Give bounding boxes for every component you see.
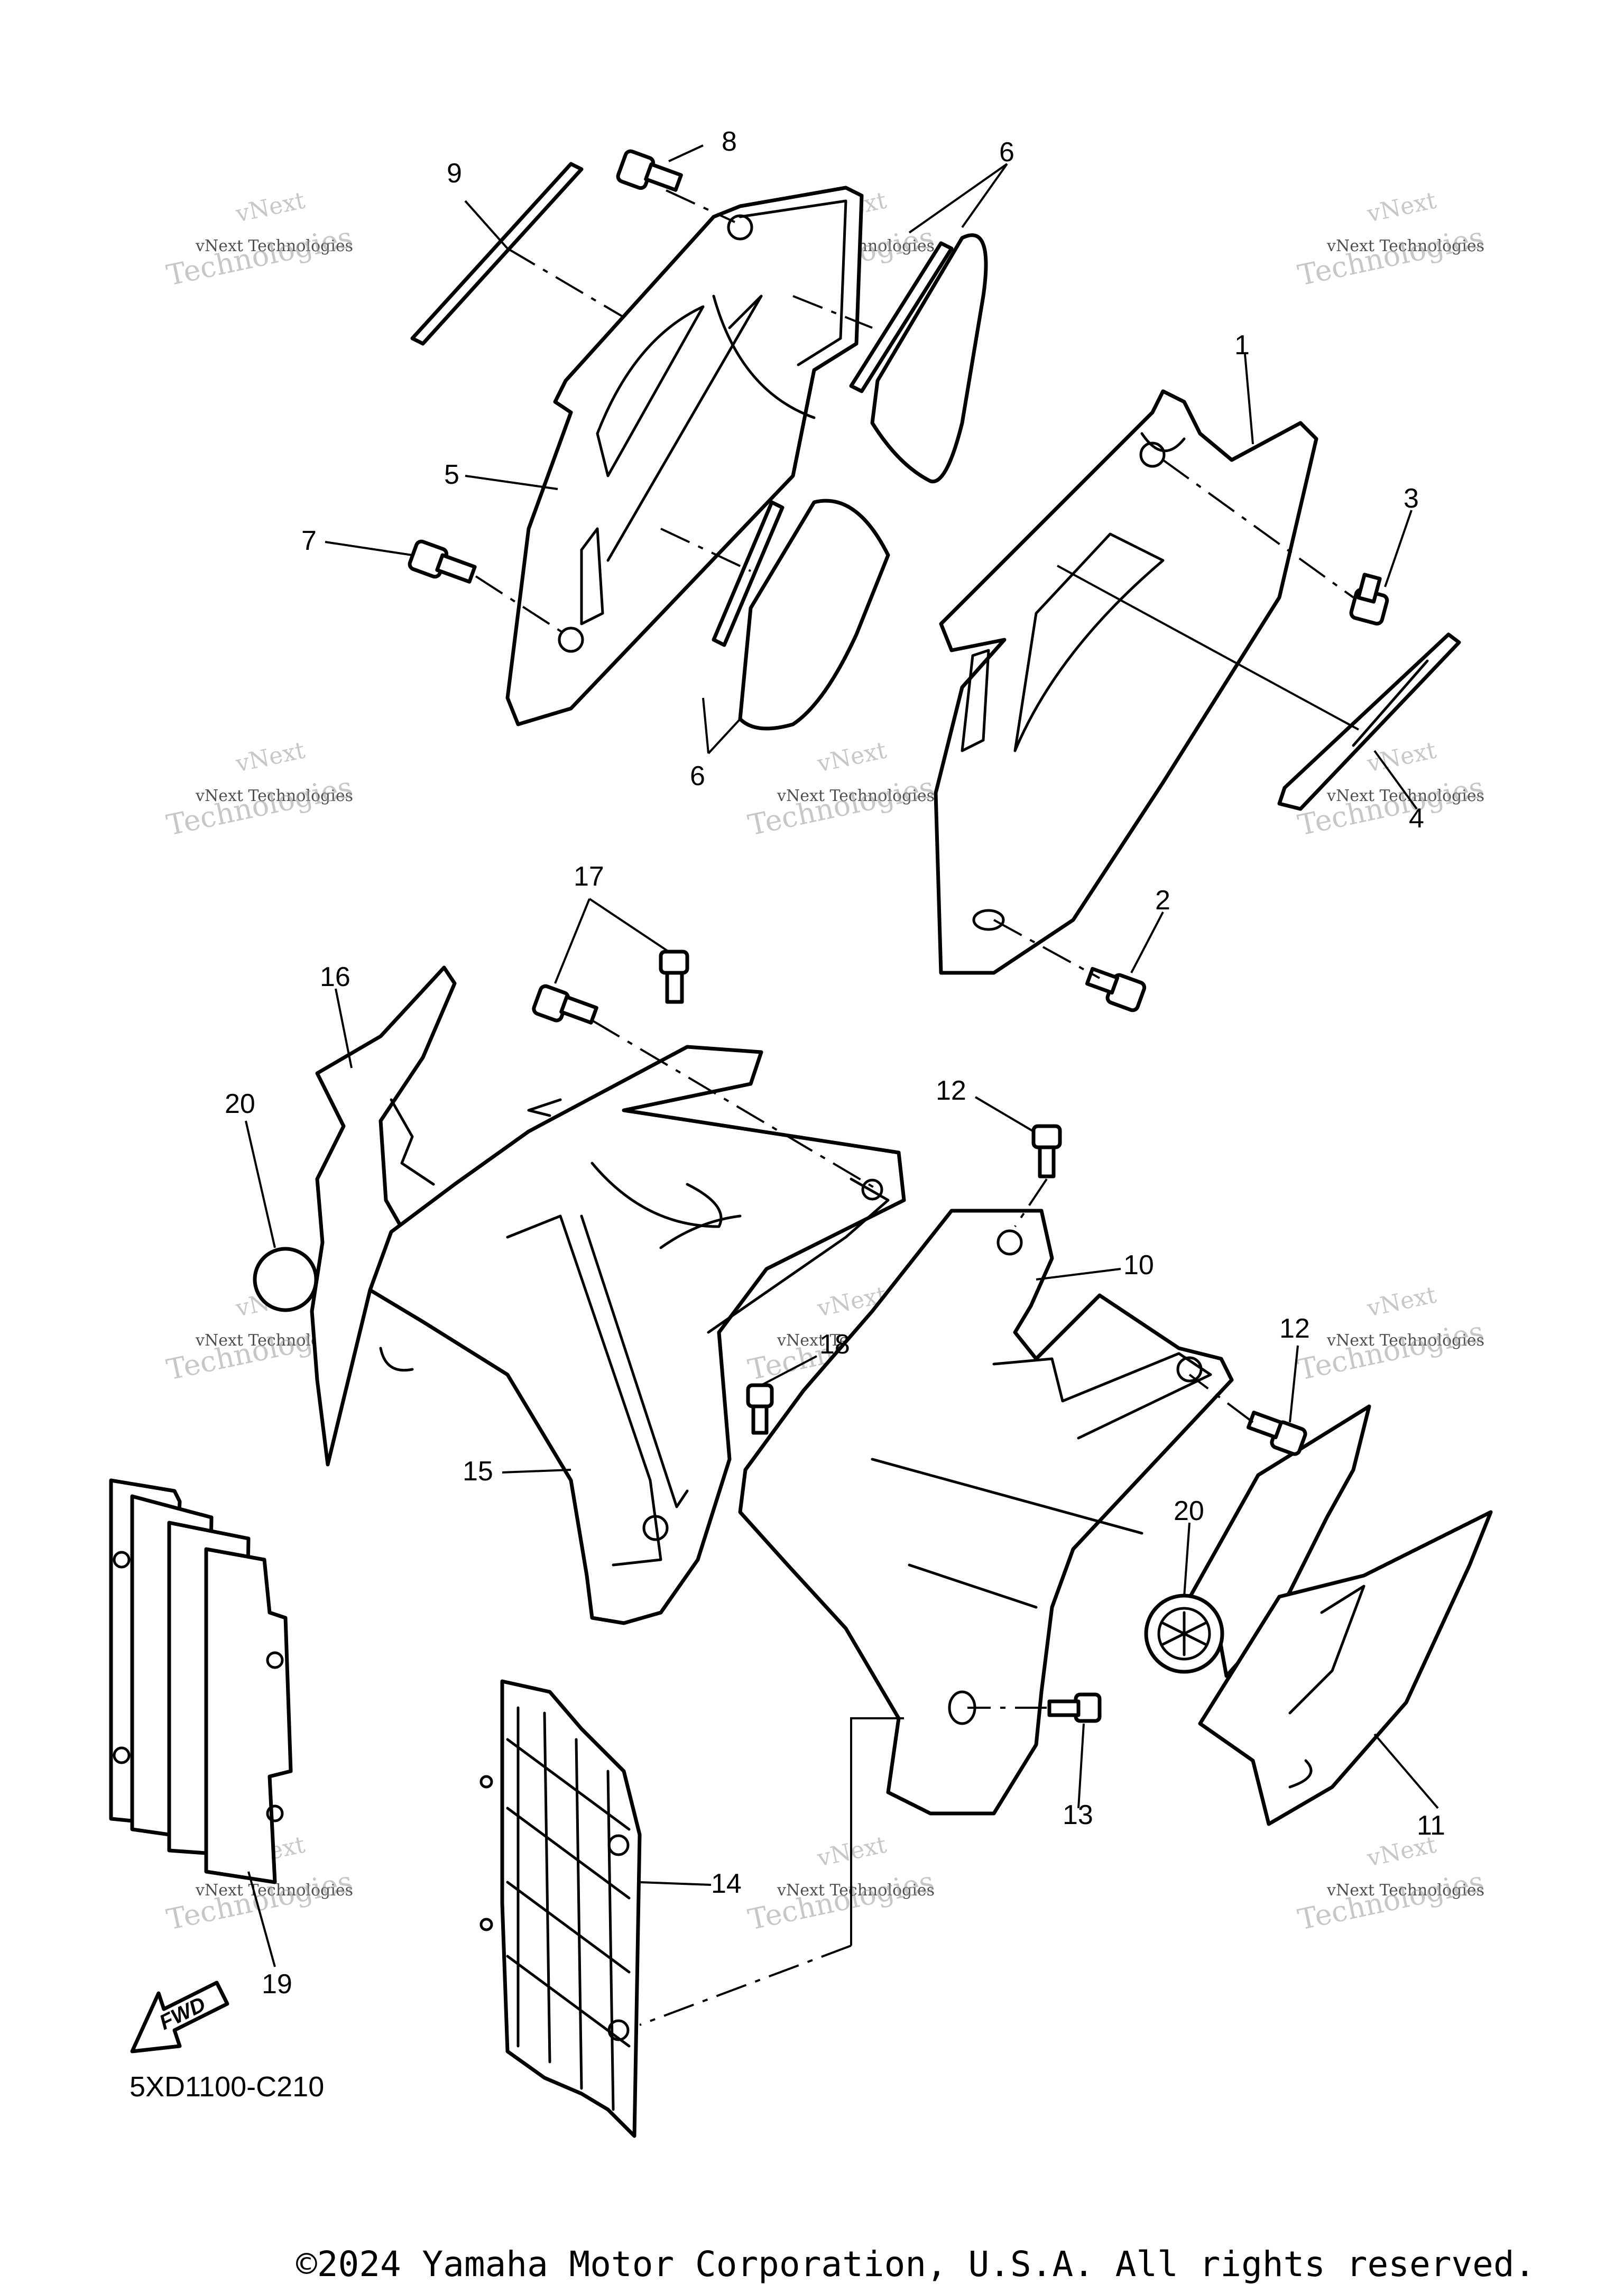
watermark: vNext vNext Technologies Technologies [164,736,356,842]
part-6-decal-lower[interactable] [712,499,890,731]
svg-text:Technologies: Technologies [1295,1865,1487,1937]
svg-text:Technologies: Technologies [745,1865,937,1937]
callout-13[interactable]: 13 [1063,1800,1093,1830]
part-8-bolt[interactable] [616,149,683,192]
part-18-bolt[interactable] [746,1383,774,1435]
part-20-emblem-left[interactable] [253,1247,318,1312]
callout-17[interactable]: 17 [574,861,604,892]
svg-text:vNext Technologies: vNext Technologies [1326,787,1484,805]
callout-18[interactable]: 18 [819,1329,850,1360]
part-5-side-cover[interactable] [505,186,864,726]
callout-1[interactable]: 1 [1234,330,1250,361]
watermark: vNext vNext Technologies Technologies [164,187,356,292]
part-9-strip[interactable] [410,162,584,346]
watermark: vNext vNext Technologies Technologies [1295,1831,1487,1936]
callout-14[interactable]: 14 [711,1868,742,1899]
part-15-shroud[interactable] [368,1045,906,1625]
part-14-radiator-louver[interactable] [479,1679,642,2138]
callout-20-right[interactable]: 20 [1174,1496,1204,1526]
callout-8[interactable]: 8 [722,126,737,157]
callout-12-upper[interactable]: 12 [936,1075,966,1106]
fwd-arrow-icon: FWD [130,1981,229,2053]
part-10-shroud[interactable] [738,1209,1234,1816]
part-12-bolt-a[interactable] [1031,1124,1062,1178]
callout-4[interactable]: 4 [1409,803,1424,834]
part-7-bolt[interactable] [408,539,477,584]
svg-text:Technologies: Technologies [745,770,937,842]
part-4-emblem[interactable] [1277,632,1461,811]
watermark: vNext vNext Technologies Technologies [745,1831,937,1936]
part-6-decal-upper[interactable] [849,233,988,484]
callout-3[interactable]: 3 [1404,483,1419,514]
part-13-bolt[interactable] [1047,1692,1102,1723]
callout-16[interactable]: 16 [320,962,350,992]
svg-text:vNext Technologies: vNext Technologies [195,787,353,805]
svg-text:vNext: vNext [1364,1281,1439,1322]
callout-2[interactable]: 2 [1155,885,1170,916]
callout-labels: 1 2 3 4 5 6 6 7 8 9 10 11 12 12 13 14 15… [225,126,1445,2000]
part-17-bolt-a[interactable] [532,984,598,1025]
svg-text:vNext: vNext [1364,187,1439,228]
svg-text:Technologies: Technologies [1295,220,1487,292]
svg-text:vNext Technologies: vNext Technologies [1326,1331,1484,1350]
callout-15[interactable]: 15 [463,1456,493,1487]
callout-6-upper[interactable]: 6 [999,137,1014,168]
part-3-bolt[interactable] [1349,573,1389,626]
svg-text:vNext: vNext [233,187,308,228]
svg-text:vNext Technologies: vNext Technologies [195,237,353,255]
diagram-code: 5XD1100-C210 [130,2071,324,2103]
svg-text:vNext Technologies: vNext Technologies [777,1881,935,1900]
part-2-bolt[interactable] [1085,966,1147,1012]
part-17-bolt-b[interactable] [659,950,689,1004]
part-12-bolt-b[interactable] [1246,1411,1307,1456]
callout-19[interactable]: 19 [262,1969,292,2000]
svg-text:Technologies: Technologies [164,770,356,842]
callout-20-left[interactable]: 20 [225,1089,255,1119]
callout-6-lower[interactable]: 6 [690,761,705,791]
svg-text:vNext Technologies: vNext Technologies [777,787,935,805]
svg-text:Technologies: Technologies [164,220,356,292]
part-16-decal[interactable] [310,965,457,1467]
watermark: vNext vNext Technologies Technologies [1295,187,1487,292]
part-1-side-cover[interactable] [934,389,1318,975]
watermark: vNext vNext Technologies Technologies [745,736,937,842]
svg-text:vNext: vNext [233,736,308,778]
leader-lines [245,144,1439,2026]
callout-12-right[interactable]: 12 [1279,1313,1310,1344]
callout-10[interactable]: 10 [1123,1250,1154,1281]
watermark: vNext vNext Technologies Technologies [1295,1281,1487,1386]
svg-text:vNext Technologies: vNext Technologies [1326,237,1484,255]
svg-text:Technologies: Technologies [1295,1315,1487,1387]
callout-9[interactable]: 9 [447,158,462,189]
part-11-decal[interactable] [1182,1404,1493,1826]
part-19-radiator-guard[interactable] [109,1478,293,1884]
callout-7[interactable]: 7 [301,526,317,556]
svg-text:vNext Technologies: vNext Technologies [195,1881,353,1900]
svg-text:vNext: vNext [1364,736,1439,778]
callout-5[interactable]: 5 [444,459,459,490]
svg-text:vNext: vNext [815,736,889,778]
svg-text:vNext Technologies: vNext Technologies [1326,1881,1484,1900]
copyright-notice: ©2024 Yamaha Motor Corporation, U.S.A. A… [296,2244,1535,2285]
part-20-emblem-right[interactable] [1144,1594,1224,1674]
callout-11[interactable]: 11 [1417,1810,1445,1841]
